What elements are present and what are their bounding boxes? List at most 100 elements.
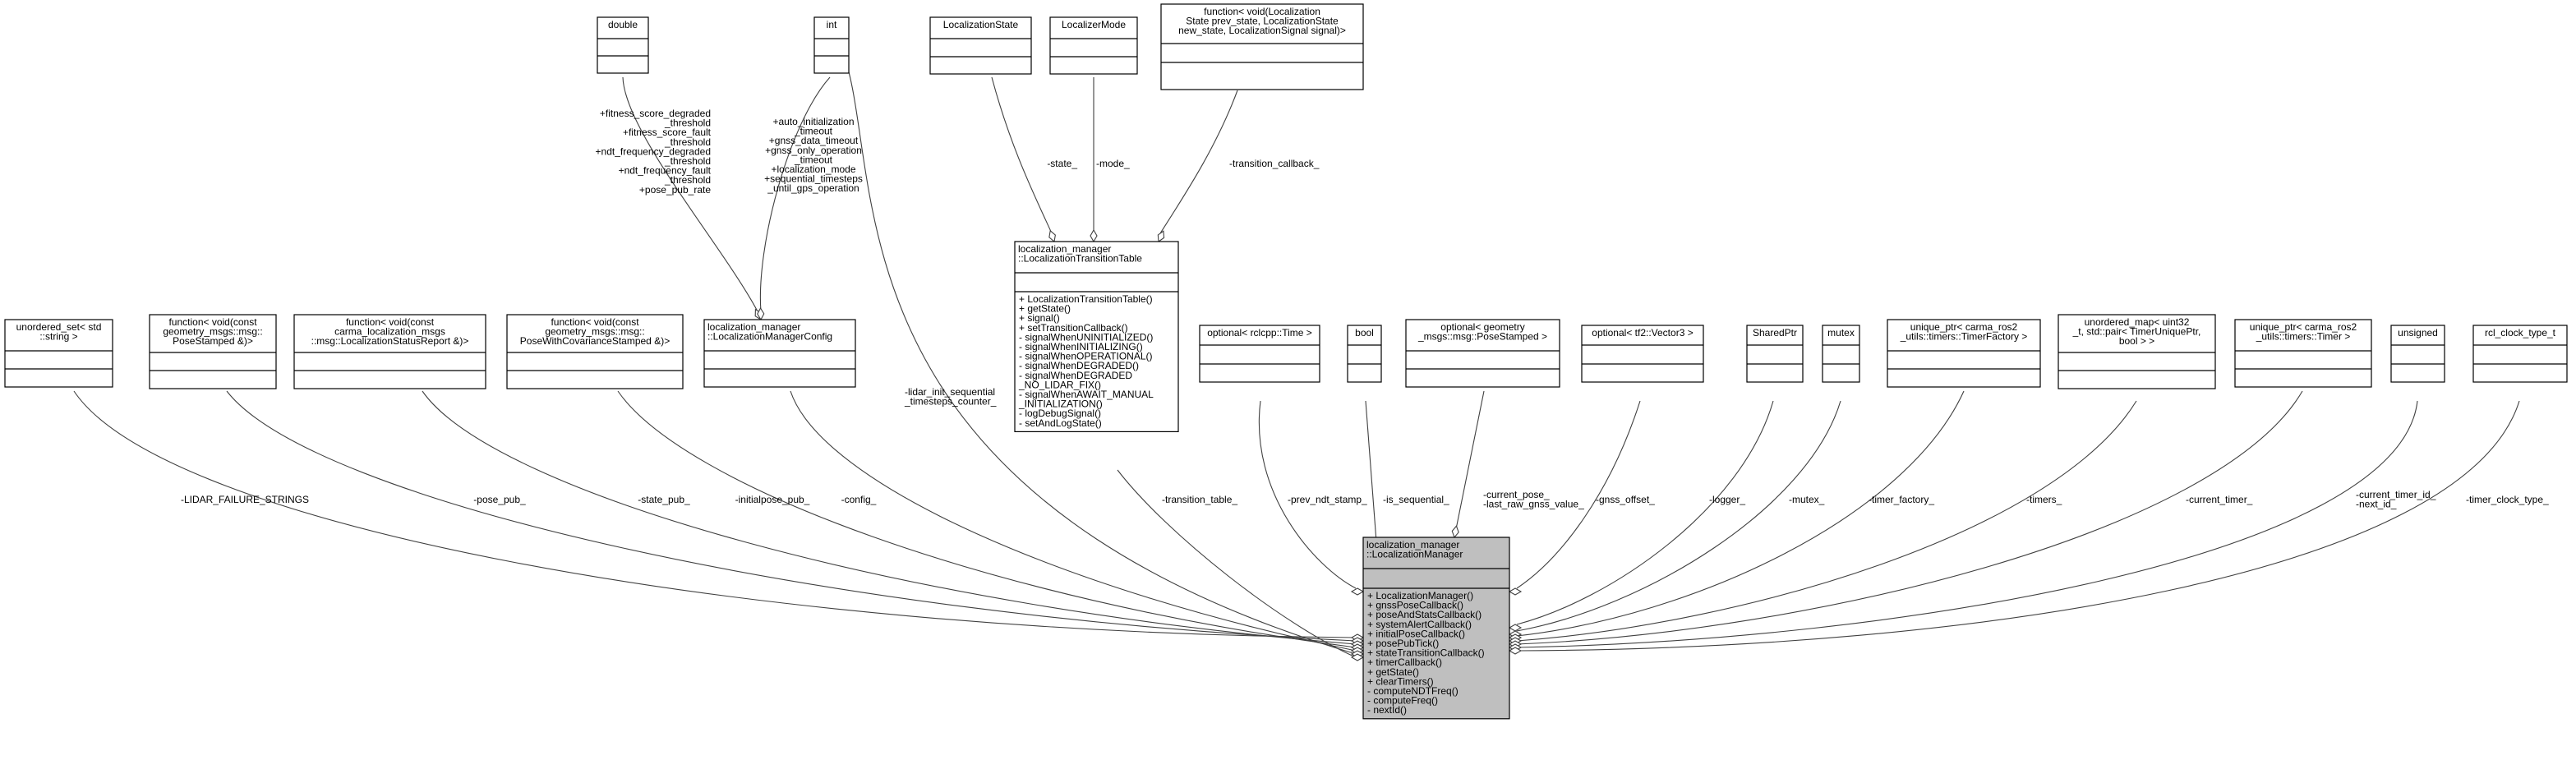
class-box-bool[interactable]: bool bbox=[1347, 325, 1382, 383]
edge-label: -mode_ bbox=[1096, 158, 1130, 169]
class-box-localization-state[interactable]: LocalizationState bbox=[929, 16, 1032, 75]
class-title-line: function< void(Localization bbox=[1204, 6, 1320, 17]
class-box-frame bbox=[1822, 325, 1860, 383]
class-title-line: bool bbox=[1355, 327, 1374, 339]
class-member: - computeFreq() bbox=[1367, 695, 1438, 707]
class-box-fn-pose-cov[interactable]: function< void(const geometry_msgs::msg:… bbox=[506, 314, 684, 389]
edge-label: _until_gps_operation bbox=[767, 182, 859, 194]
class-member: - signalWhenDEGRADED() bbox=[1019, 360, 1139, 371]
class-box-frame bbox=[703, 319, 856, 388]
class-box-optional-pose[interactable]: optional< geometry_msgs::msg::PoseStampe… bbox=[1405, 319, 1560, 388]
edge-label: -is_sequential_ bbox=[1383, 494, 1449, 505]
edge-label: -LIDAR_FAILURE_STRINGS bbox=[181, 494, 309, 505]
edge-label: -current_timer_ bbox=[2186, 494, 2253, 505]
aggregation-diamond bbox=[1350, 587, 1365, 596]
class-title-line: _utils::timers::Timer > bbox=[2256, 331, 2351, 343]
class-box-unique-ptr-timer[interactable]: unique_ptr< carma_ros2_utils::timers::Ti… bbox=[2234, 319, 2372, 388]
class-box-unordered-set[interactable]: unordered_set< std::string > bbox=[4, 319, 113, 388]
class-box-transition-table[interactable]: localization_manager::LocalizationTransi… bbox=[1014, 241, 1179, 432]
class-title-line: function< void(const bbox=[551, 316, 639, 328]
edge-label: -transition_callback_ bbox=[1229, 158, 1320, 169]
class-box-fn-status-report[interactable]: function< void(const carma_localization_… bbox=[293, 314, 486, 389]
association-line bbox=[991, 76, 1053, 234]
class-title-line: _t, std::pair< TimerUniquePtr, bbox=[2072, 326, 2201, 338]
edge-label: -gnss_offset_ bbox=[1596, 494, 1655, 505]
edge-label: _timesteps_counter_ bbox=[904, 396, 997, 408]
class-member: - signalWhenAWAIT_MANUAL bbox=[1019, 389, 1154, 400]
edge-label: -state_pub_ bbox=[638, 494, 690, 505]
edge-label: _threshold bbox=[664, 117, 711, 129]
class-title-line: optional< tf2::Vector3 > bbox=[1592, 327, 1693, 339]
class-box-double[interactable]: double bbox=[597, 16, 649, 74]
class-box-frame bbox=[813, 16, 850, 74]
association-line bbox=[1516, 400, 1641, 589]
class-member: + poseAndStatsCallback() bbox=[1367, 609, 1482, 620]
association-e-prev-ndt bbox=[1258, 400, 1365, 596]
association-line bbox=[759, 76, 831, 312]
edge-label: +ndt_frequency_degraded bbox=[596, 145, 711, 157]
class-box-optional-time[interactable]: optional< rclcpp::Time > bbox=[1199, 325, 1320, 383]
class-box-frame bbox=[1887, 319, 2041, 388]
class-box-manager-config[interactable]: localization_manager::LocalizationManage… bbox=[703, 319, 856, 388]
class-title-line: function< void(const bbox=[168, 316, 257, 328]
aggregation-diamond bbox=[1048, 229, 1056, 243]
class-member: - signalWhenINITIALIZING() bbox=[1019, 341, 1143, 352]
edge-label: +fitness_score_fault bbox=[623, 127, 712, 138]
association-e-timers bbox=[1508, 400, 2137, 645]
class-title-line: int bbox=[827, 19, 837, 30]
class-title-line: PoseStamped &)> bbox=[173, 335, 253, 347]
class-box-int[interactable]: int bbox=[813, 16, 850, 74]
class-box-unordered-map[interactable]: unordered_map< uint32_t, std::pair< Time… bbox=[2058, 314, 2216, 389]
class-member: + getState() bbox=[1019, 303, 1071, 315]
class-box-shared-ptr[interactable]: SharedPtr bbox=[1746, 325, 1804, 383]
class-member: + posePubTick() bbox=[1367, 638, 1439, 649]
aggregation-diamond bbox=[1508, 624, 1523, 632]
class-member: - signalWhenDEGRADED bbox=[1019, 370, 1132, 381]
class-box-rcl-clock[interactable]: rcl_clock_type_t bbox=[2472, 325, 2568, 383]
class-box-optional-vector[interactable]: optional< tf2::Vector3 > bbox=[1581, 325, 1704, 383]
association-e-gnss-offset bbox=[1508, 400, 1641, 596]
class-box-transition-callback-type[interactable]: function< void(LocalizationState prev_st… bbox=[1160, 3, 1364, 90]
class-title-line: unique_ptr< carma_ros2 bbox=[1910, 321, 2018, 333]
class-box-unsigned[interactable]: unsigned bbox=[2390, 325, 2445, 383]
association-line bbox=[1159, 90, 1238, 234]
class-box-localizer-mode[interactable]: LocalizerMode bbox=[1049, 16, 1138, 75]
edge-label: +fitness_score_degraded bbox=[600, 108, 711, 119]
class-member: + stateTransitionCallback() bbox=[1367, 647, 1485, 659]
class-title-line: PoseWithCovarianceStamped &)> bbox=[520, 335, 670, 347]
class-box-fn-pose-stamped[interactable]: function< void(const geometry_msgs::msg:… bbox=[149, 314, 277, 389]
class-title-line: rcl_clock_type_t bbox=[2485, 327, 2556, 339]
edge-label: -timer_factory_ bbox=[1869, 494, 1934, 505]
association-line bbox=[73, 390, 1357, 638]
class-member: + timerCallback() bbox=[1367, 656, 1442, 668]
association-line bbox=[841, 50, 1357, 655]
aggregation-diamond bbox=[1157, 230, 1165, 243]
class-member: - signalWhenOPERATIONAL() bbox=[1019, 351, 1153, 362]
edge-label: -config_ bbox=[841, 494, 877, 505]
association-line bbox=[1516, 400, 2137, 642]
class-title-line: ::LocalizationManager bbox=[1366, 549, 1463, 560]
class-box-frame bbox=[2472, 325, 2568, 383]
class-box-manager[interactable]: localization_manager::LocalizationManage… bbox=[1362, 537, 1510, 720]
edge-label: -initialpose_pub_ bbox=[735, 494, 810, 505]
class-box-unique-ptr-factory[interactable]: unique_ptr< carma_ros2_utils::timers::Ti… bbox=[1887, 319, 2041, 388]
association-e-int-config bbox=[757, 76, 831, 321]
edge-label: -timers_ bbox=[2026, 494, 2062, 505]
association-line bbox=[1516, 390, 1965, 637]
class-title-line: geometry_msgs::msg:: bbox=[545, 326, 644, 338]
class-title-line: localization_manager bbox=[1018, 243, 1111, 255]
class-box-mutex[interactable]: mutex bbox=[1822, 325, 1860, 383]
edge-label: _threshold bbox=[664, 155, 711, 167]
edge-label: -last_raw_gnss_value_ bbox=[1483, 499, 1584, 510]
edge-labels: +fitness_score_degraded_threshold+fitnes… bbox=[181, 108, 2549, 510]
class-member: - logDebugSignal() bbox=[1019, 408, 1101, 419]
edge-label: _timeout bbox=[794, 126, 833, 137]
edge-label: -current_pose_ bbox=[1483, 489, 1550, 500]
association-line bbox=[1455, 390, 1485, 530]
class-member: + gnssPoseCallback() bbox=[1367, 600, 1463, 611]
association-e-timer-factory bbox=[1508, 390, 1965, 642]
class-member: - computeNDTFreq() bbox=[1367, 685, 1459, 697]
class-member: _INITIALIZATION() bbox=[1018, 398, 1103, 410]
association-e-state bbox=[991, 76, 1056, 243]
